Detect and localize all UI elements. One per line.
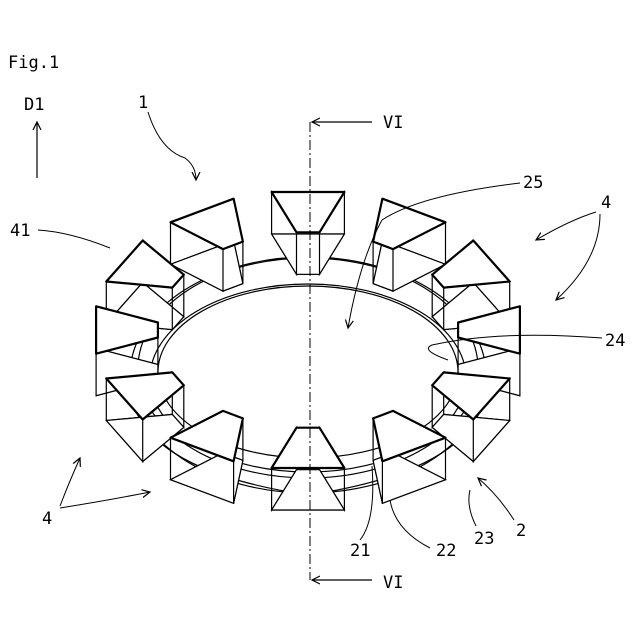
label-top-face: 41 — [10, 221, 30, 241]
label-lower-edge: 22 — [436, 541, 456, 561]
segment — [272, 192, 345, 274]
label-outer-edge: 23 — [474, 529, 494, 549]
segment — [272, 428, 345, 510]
segment — [106, 372, 184, 461]
label-assembly: 1 — [138, 93, 148, 113]
label-segments-right: 4 — [601, 193, 611, 213]
label-center-area: 25 — [523, 173, 543, 193]
segment-top-face — [106, 241, 184, 288]
segment-top-face — [432, 241, 510, 288]
section-line — [310, 122, 372, 580]
segment — [432, 372, 510, 461]
section-label-top: VI — [383, 113, 403, 133]
figure-title: Fig.1 — [8, 53, 59, 73]
direction-label: D1 — [24, 95, 44, 115]
label-segments-left: 4 — [42, 509, 52, 529]
segment-top-face — [272, 192, 345, 232]
label-ring: 2 — [516, 521, 526, 541]
section-label-bottom: VI — [383, 573, 403, 593]
label-inner-wall: 21 — [350, 541, 370, 561]
segment-top-face — [171, 199, 243, 249]
segment-top-face — [272, 428, 345, 468]
label-inner-face: 24 — [605, 331, 625, 351]
segments-group — [96, 192, 520, 510]
